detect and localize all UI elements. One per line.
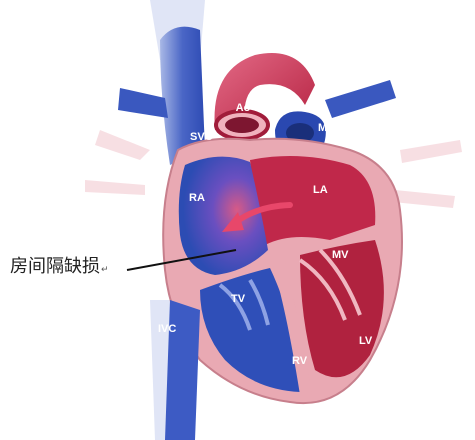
label-la: LA (313, 184, 328, 196)
right-ventricle (200, 268, 304, 392)
label-ra: RA (189, 192, 205, 204)
tricuspid-valve (218, 278, 270, 331)
superior-vena-cava (160, 26, 205, 165)
label-svc: SVC (190, 131, 213, 143)
inferior-vena-cava (165, 300, 200, 440)
annotation-text: 房间隔缺损 (10, 256, 100, 277)
mitral-valve (298, 248, 362, 321)
label-lv: LV (359, 335, 373, 347)
annotation-leader-line (126, 249, 237, 271)
label-ivc: IVC (158, 323, 176, 335)
return-mark: ↵ (101, 265, 109, 275)
pulmonary-artery-branch (325, 80, 396, 118)
brachiocephalic-vein (118, 88, 168, 118)
interventricular-septum (268, 248, 312, 395)
label-mpa: MPA (318, 122, 342, 134)
label-ao: Ao (236, 102, 251, 114)
label-tv: TV (231, 293, 246, 305)
right-atrium (178, 156, 268, 275)
left-atrium (250, 156, 376, 245)
label-rv: RV (292, 355, 308, 367)
annotation-label: 房间隔缺损↵ (10, 252, 109, 278)
label-mv: MV (332, 249, 349, 261)
